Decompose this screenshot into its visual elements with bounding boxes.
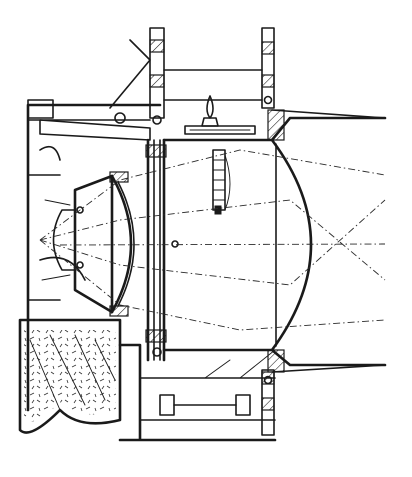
main-lens-housing	[162, 109, 387, 373]
optical-rays	[39, 149, 386, 331]
large-plano-convex-lens	[270, 138, 313, 352]
top-left-bracket	[39, 27, 165, 141]
lamp-bulb-assembly	[41, 174, 114, 314]
stippled-base-block	[18, 318, 122, 434]
lower-bracket-assembly	[118, 343, 277, 442]
center-vertical-frame	[145, 138, 179, 362]
fastener-bolts	[152, 95, 273, 385]
adjustment-scale-plate	[212, 149, 231, 215]
small-condenser-lens	[109, 171, 135, 317]
top-right-bracket	[163, 27, 275, 109]
lifting-eye	[184, 95, 256, 135]
